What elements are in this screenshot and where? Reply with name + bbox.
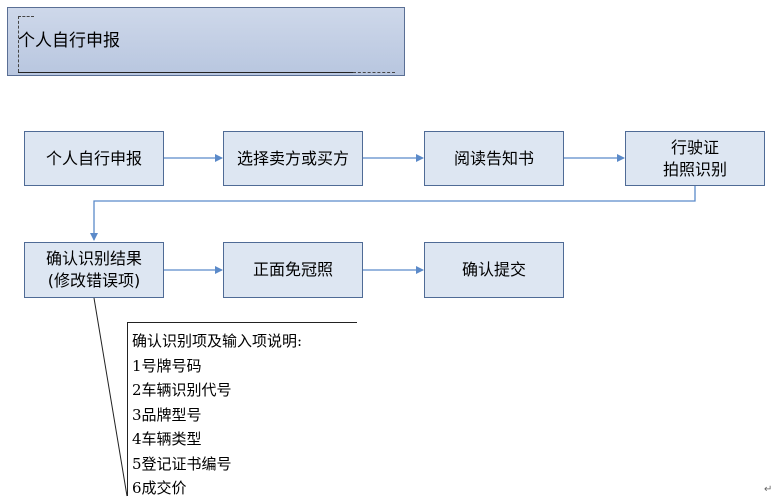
node-license-photo-ocr-line1: 行驶证 [670,137,719,157]
node-confirm-submit-label: 确认提交 [461,260,526,279]
notes-item: 5登记证书编号 [132,454,232,473]
node-confirm-ocr-result-line1: 确认识别结果 [45,249,142,268]
notes-title: 确认识别项及输入项说明: [132,332,303,350]
node-read-notice: 阅读告知书 [424,131,564,186]
paragraph-mark: ↵ [764,484,773,495]
node-choose-seller-buyer: 选择卖方或买方 [223,131,363,186]
notes-item: 4车辆类型 [132,430,202,448]
node-self-report: 个人自行申报 [24,131,164,186]
node-self-report-label: 个人自行申报 [45,148,142,168]
node-confirm-ocr-result-line2: (修改错误项) [47,271,141,290]
header-frame-top [18,16,34,17]
notes-box: 确认识别项及输入项说明: 1号牌号码 2车辆识别代号 3品牌型号 4车辆类型 5… [127,322,357,497]
header-underline [18,72,353,73]
node-front-photo: 正面免冠照 [223,242,363,298]
node-choose-seller-buyer-label: 选择卖方或买方 [236,148,349,168]
notes-item: 6成交价 [132,479,187,497]
notes-item: 1号牌号码 [132,356,202,375]
header-frame-left [18,16,19,72]
header-box: 个人自行申报 [7,7,405,76]
arrow-license-to-confirm [90,186,696,241]
notes-item: 2车辆识别代号 [132,381,232,399]
node-read-notice-label: 阅读告知书 [453,148,534,168]
node-license-photo-ocr: 行驶证 拍照识别 [625,131,765,186]
notes-item: 3品牌型号 [132,405,202,424]
node-license-photo-ocr-line2: 拍照识别 [662,159,727,179]
node-front-photo-label: 正面免冠照 [252,260,333,279]
header-title: 个人自行申报 [18,31,120,51]
node-confirm-submit: 确认提交 [424,242,564,298]
note-leader-line [93,297,128,497]
node-confirm-ocr-result: 确认识别结果 (修改错误项) [24,242,164,298]
header-underline-dots [353,72,395,73]
